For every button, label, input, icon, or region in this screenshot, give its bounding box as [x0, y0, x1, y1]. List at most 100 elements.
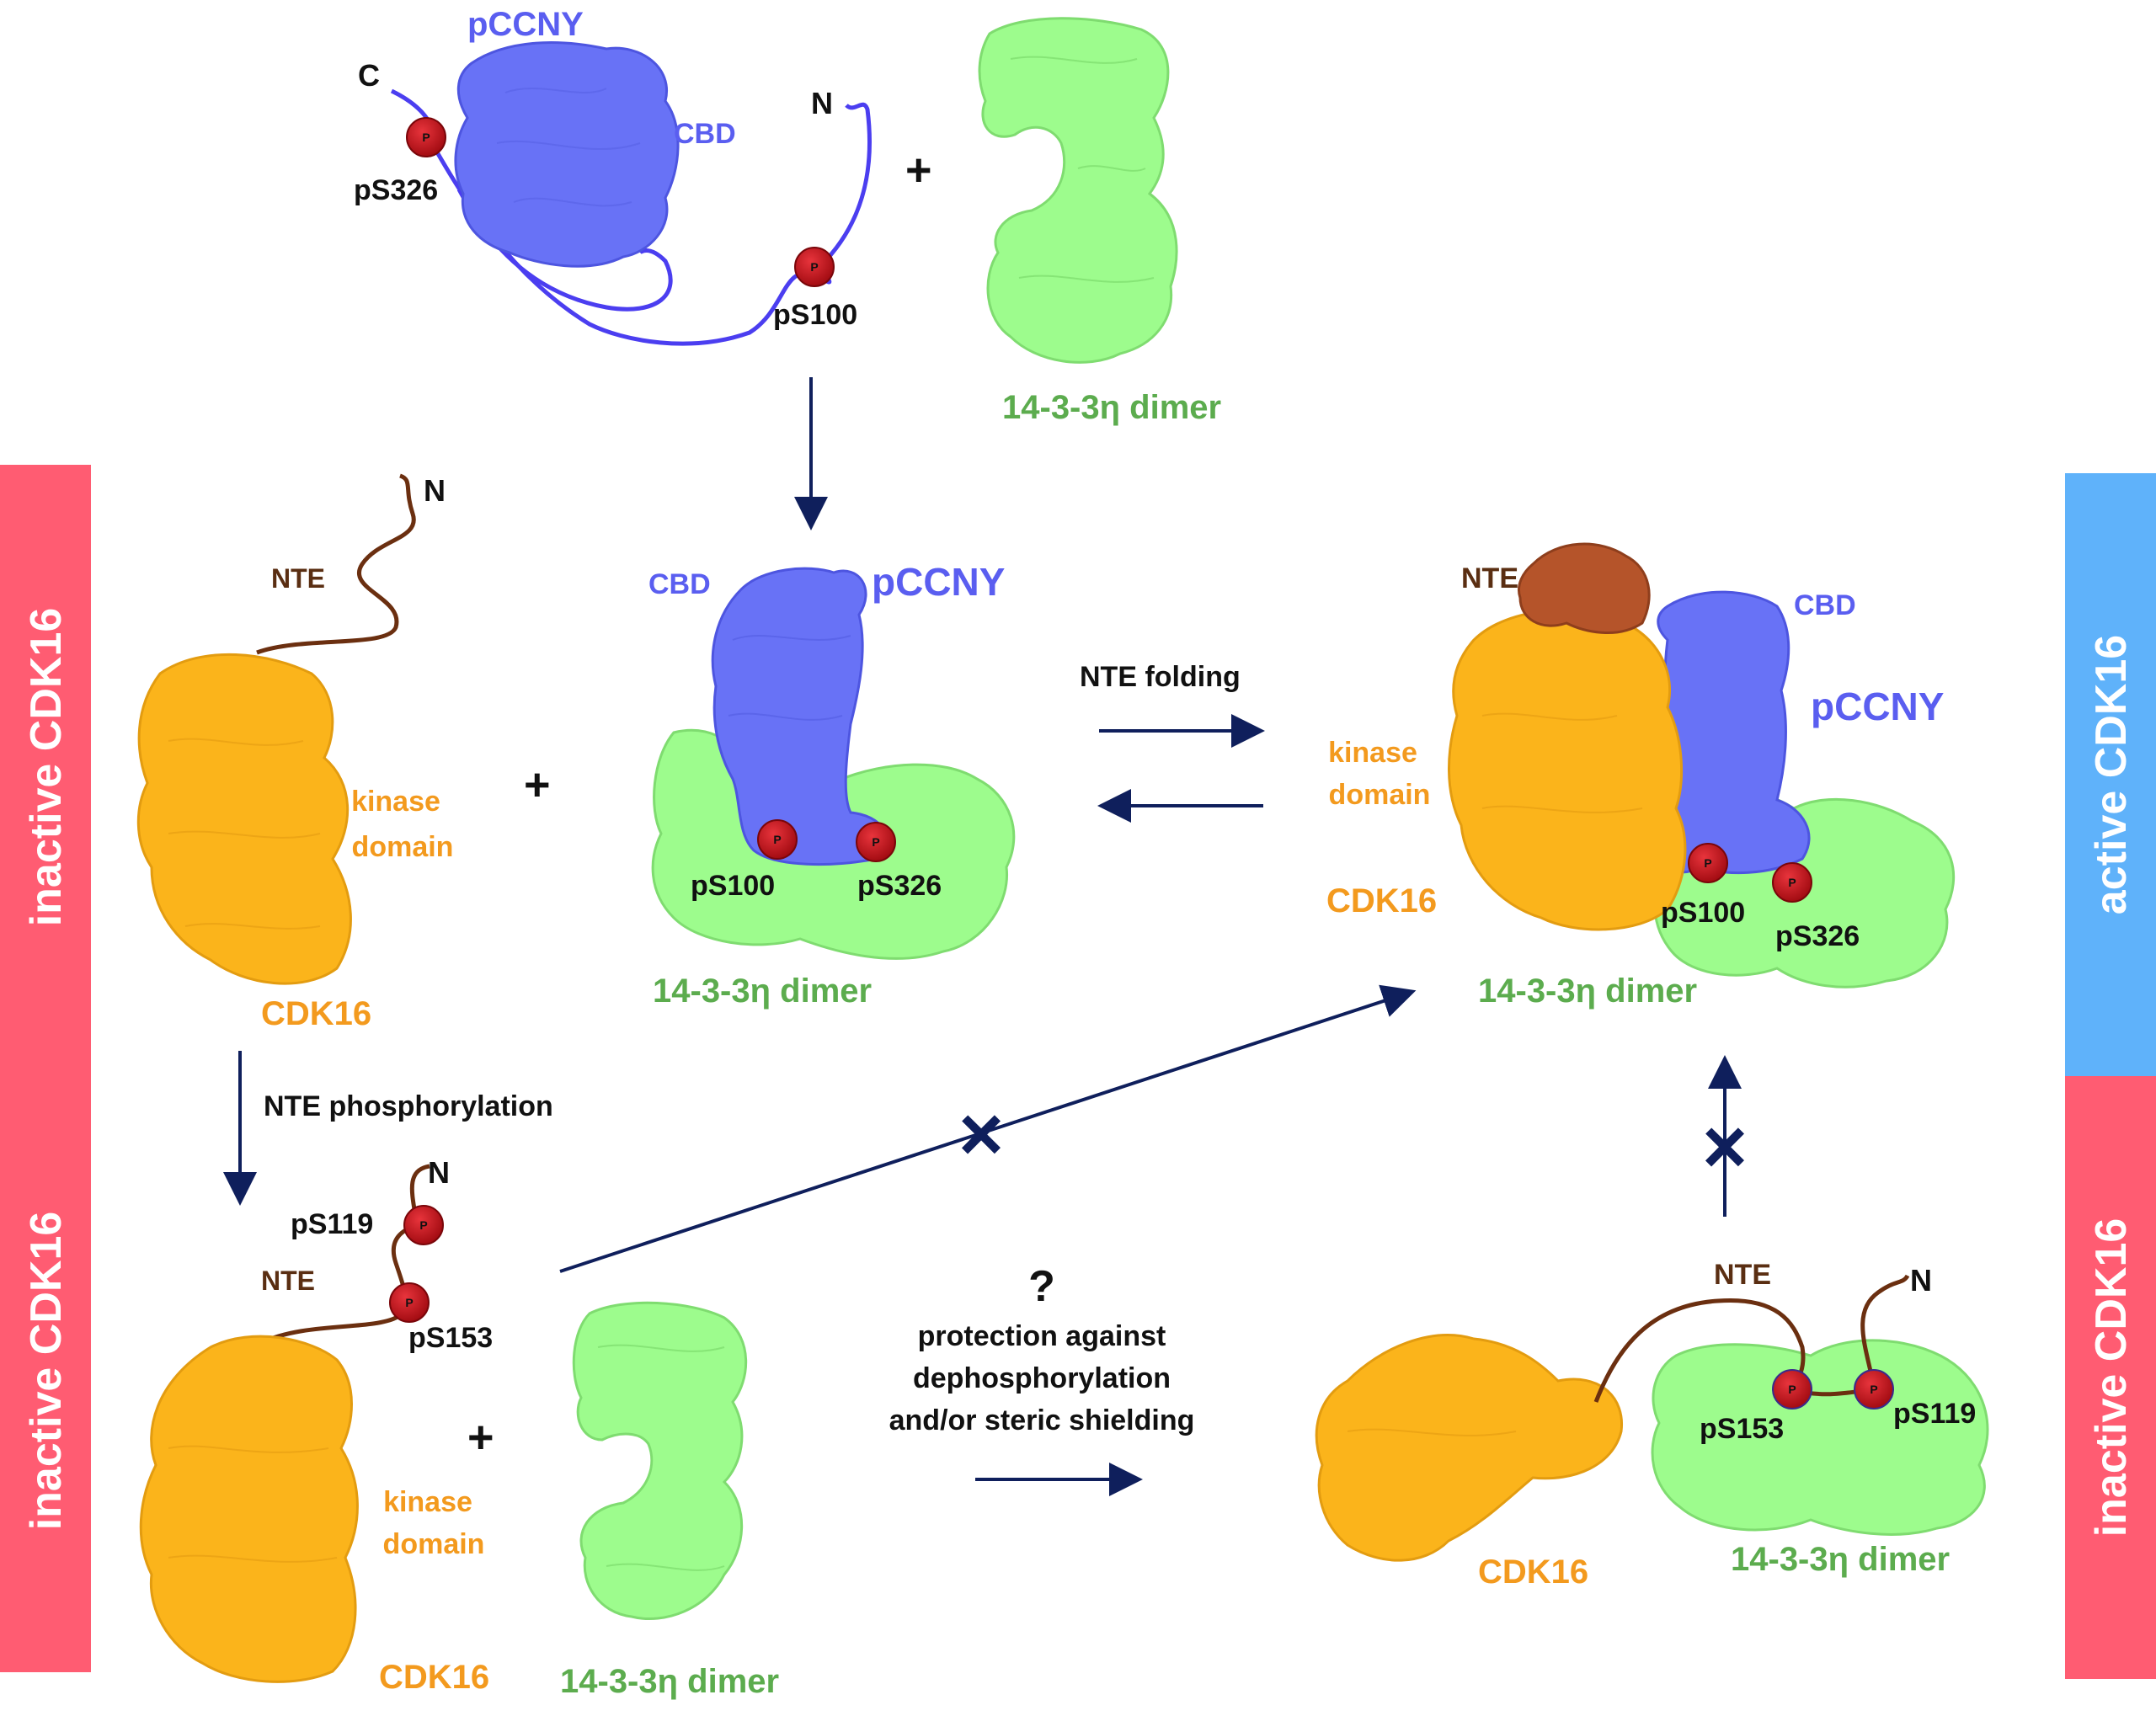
- mid-cdk16-name: CDK16: [261, 995, 371, 1032]
- question-line3: and/or steric shielding: [889, 1404, 1195, 1436]
- bottom-cdk16-body: [139, 1335, 359, 1683]
- bottom-cdk16-nte: [259, 1164, 430, 1346]
- mid-complex-1433-label: 14-3-3η dimer: [653, 973, 872, 1010]
- sidebar-right-top: active CDK16: [2065, 473, 2156, 1076]
- sidebar-left-bottom: inactive CDK16: [0, 1069, 91, 1672]
- bottom-right-phospho-s153-symbol: P: [1788, 1383, 1796, 1396]
- bottom-right-site-s119: pS119: [1893, 1398, 1976, 1430]
- active-domain-line1: kinase: [1328, 737, 1417, 769]
- top-1433-body: [978, 17, 1178, 364]
- bottom-domain-line2: domain: [383, 1528, 485, 1560]
- bottom-phospho-s119: [403, 1205, 444, 1245]
- bottom-right-nte-label: NTE: [1714, 1259, 1771, 1291]
- active-phospho-s100: [1688, 843, 1728, 883]
- sidebar-left-bottom-label: inactive CDK16: [22, 1212, 71, 1531]
- mid-phospho-s100: [757, 819, 798, 860]
- bottom-right-phospho-s153: [1772, 1369, 1812, 1410]
- top-n-terminus: N: [811, 86, 833, 120]
- question-line2: dephosphorylation: [913, 1362, 1171, 1394]
- top-1433-texture: [1010, 56, 1155, 283]
- bottom-right-n-terminus: N: [1910, 1263, 1932, 1298]
- bottom-right-cdk16-name: CDK16: [1478, 1553, 1588, 1591]
- top-phospho-s100-symbol: P: [810, 260, 818, 274]
- bottom-right-phospho-s119: [1854, 1369, 1894, 1410]
- active-site-s100: pS100: [1661, 897, 1745, 929]
- bottom-cdk16-group: P P N pS119 NTE pS153 kinase domain CDK1…: [139, 1155, 493, 1696]
- bottom-site-s153: pS153: [408, 1322, 493, 1354]
- active-cyclin-name: pCCNY: [1811, 685, 1944, 728]
- top-1433-dimer: [978, 17, 1178, 364]
- mid-complex-site-s326: pS326: [857, 870, 942, 902]
- active-phospho-s326-symbol: P: [1788, 876, 1796, 889]
- bottom-right-texture: [1347, 1428, 1517, 1436]
- mid-cdk16-n-terminus: N: [424, 473, 446, 508]
- top-phospho-s326-symbol: P: [422, 131, 430, 144]
- sidebar-left-bottom-bar: [0, 1069, 91, 1672]
- active-site-s326: pS326: [1775, 920, 1860, 952]
- sidebar-right-bottom-bar: [2065, 1076, 2156, 1679]
- mid-complex-cbd: CBD: [648, 568, 711, 600]
- question-mark: ?: [1028, 1262, 1055, 1311]
- blocked-mark-diagonal: ×: [958, 1091, 1004, 1177]
- active-complex-texture: [1481, 712, 1643, 813]
- arrow-diagonal-blocked: [559, 984, 1417, 1273]
- bottom-right-site-s153: pS153: [1700, 1413, 1784, 1445]
- top-site-s100: pS100: [773, 299, 857, 331]
- bottom-nte-label: NTE: [261, 1266, 315, 1296]
- question-line1: protection against: [918, 1320, 1166, 1352]
- bottom-1433-body: [572, 1301, 748, 1621]
- mid-complex-cyclin-texture: [728, 635, 851, 721]
- phosphorylation-label: NTE phosphorylation: [264, 1090, 553, 1122]
- sidebar-left-top-label: inactive CDK16: [22, 608, 71, 927]
- mid-cdk16-nte: [256, 473, 416, 655]
- top-cyclin-linker: [390, 88, 872, 346]
- bottom-cdk16-name: CDK16: [379, 1659, 489, 1696]
- mid-phospho-s326-symbol: P: [872, 835, 879, 849]
- bottom-phospho-s153: [389, 1282, 430, 1323]
- top-phospho-s326: [406, 117, 446, 157]
- active-phospho-s326: [1772, 862, 1812, 903]
- sidebar-right-bottom: inactive CDK16: [2065, 1076, 2156, 1679]
- top-1433-label: 14-3-3η dimer: [1002, 389, 1221, 426]
- equilibrium-label: NTE folding: [1080, 661, 1241, 693]
- bottom-cdk16-n-terminus: N: [428, 1155, 450, 1190]
- top-cbd-label: CBD: [674, 118, 736, 150]
- mid-phospho-s100-symbol: P: [773, 833, 781, 846]
- active-cdk16-name: CDK16: [1326, 882, 1437, 919]
- active-phospho-s100-symbol: P: [1704, 856, 1711, 870]
- active-cbd-label: CBD: [1794, 589, 1856, 621]
- top-phospho-s100: [794, 247, 835, 287]
- top-cyclin-name: pCCNY: [467, 6, 584, 43]
- active-complex-cdk16: [1448, 609, 1687, 931]
- bottom-domain-line1: kinase: [383, 1486, 472, 1518]
- top-cyclin-group: P P pCCNY CBD C N pS326 pS100: [354, 6, 872, 346]
- bottom-plus-sign: +: [467, 1412, 494, 1463]
- active-nte-label: NTE: [1461, 562, 1518, 594]
- active-1433-label: 14-3-3η dimer: [1478, 973, 1697, 1010]
- mid-cdk16-domain-line1: kinase: [351, 786, 440, 818]
- mid-cdk16-group: N NTE kinase domain CDK16: [136, 473, 454, 1032]
- sidebar-right-bottom-label: inactive CDK16: [2087, 1218, 2136, 1537]
- mid-cdk16-body: [136, 653, 352, 985]
- bottom-right-1433-label: 14-3-3η dimer: [1731, 1541, 1950, 1578]
- bottom-phospho-s119-symbol: P: [419, 1218, 427, 1232]
- bottom-phospho-s153-symbol: P: [405, 1296, 413, 1309]
- active-complex-group: P P NTE CBD pCCNY kinase domain CDK16 pS…: [1326, 542, 1956, 1010]
- active-domain-line2: domain: [1329, 779, 1431, 811]
- top-c-terminus: C: [358, 58, 380, 93]
- top-cyclin-linker-loop: [456, 188, 673, 312]
- mid-complex-group: P P CBD pCCNY pS100 pS326 14-3-3η dimer: [648, 560, 1016, 1010]
- mid-cdk16-nte-label: NTE: [271, 563, 325, 594]
- mid-cdk16-texture: [168, 738, 321, 930]
- bottom-right-group: P P NTE N pS153 pS119 CDK16 14-3-3η dime…: [1315, 1259, 1989, 1591]
- sidebar-left-top-bar: [0, 465, 91, 1069]
- bottom-right-1433: [1651, 1339, 1989, 1536]
- sidebar-left-top: inactive CDK16: [0, 465, 91, 1069]
- active-complex-nte: [1518, 542, 1651, 635]
- sidebar-right-top-bar: [2065, 473, 2156, 1076]
- mid-complex-cyclin-name: pCCNY: [872, 560, 1005, 604]
- blocked-mark-vertical: ×: [1702, 1104, 1748, 1190]
- mid-cdk16-domain-line2: domain: [352, 831, 454, 863]
- bottom-right-phospho-s119-symbol: P: [1870, 1383, 1877, 1396]
